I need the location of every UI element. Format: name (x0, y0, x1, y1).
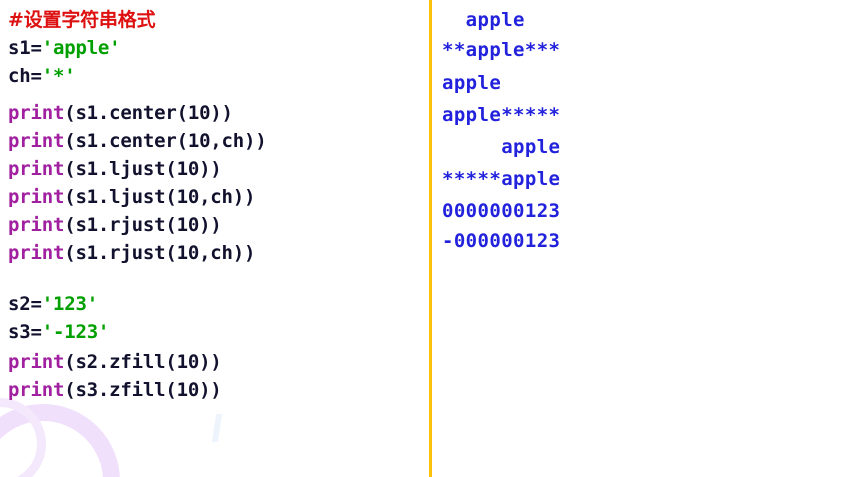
code-token-comment: #设置字符串格式 (8, 9, 156, 31)
output-line: -000000123 (442, 230, 561, 252)
code-line: ch='*' (8, 65, 76, 87)
code-token-punct: (s1.center(10)) (64, 102, 233, 124)
code-line: s1='apple' (8, 37, 121, 59)
code-line: print(s3.zfill(10)) (8, 380, 222, 400)
code-token-punct: (s2.zfill(10)) (64, 351, 222, 373)
code-token-name: s3 (8, 321, 31, 343)
code-line: print(s1.rjust(10)) (8, 215, 222, 235)
code-token-op: = (30, 65, 42, 87)
output-line: *****apple (442, 168, 561, 190)
code-token-kw: print (8, 130, 65, 152)
code-token-str: '-123' (41, 321, 110, 343)
code-token-punct: (s1.rjust(10)) (64, 214, 222, 236)
code-token-punct: (s1.ljust(10,ch)) (64, 186, 256, 208)
output-pane: apple **apple*** apple apple***** apple ****… (432, 0, 861, 477)
output-line: **apple*** (442, 39, 561, 61)
pane-divider (429, 0, 432, 477)
code-token-name: s2 (8, 293, 31, 315)
code-token-kw: print (8, 186, 65, 208)
code-token-kw: print (8, 214, 65, 236)
output-line: apple (442, 136, 561, 158)
code-token-op: = (30, 293, 42, 315)
code-line: print(s1.ljust(10,ch)) (8, 187, 255, 207)
code-token-punct: (s3.zfill(10)) (64, 379, 222, 401)
code-token-str: '*' (41, 65, 76, 87)
code-token-name: ch (8, 65, 31, 87)
code-line: print(s1.center(10,ch)) (8, 131, 267, 151)
code-token-punct: (s1.rjust(10,ch)) (64, 242, 256, 264)
code-line: #设置字符串格式 (8, 9, 156, 31)
code-token-op: = (30, 37, 42, 59)
output-line: apple (442, 9, 525, 31)
code-line: print(s1.ljust(10)) (8, 159, 222, 179)
code-token-punct: (s1.ljust(10)) (64, 158, 222, 180)
code-token-kw: print (8, 102, 65, 124)
code-token-kw: print (8, 379, 65, 401)
code-token-op: = (30, 321, 42, 343)
code-token-kw: print (8, 242, 65, 264)
code-token-kw: print (8, 158, 65, 180)
output-line: apple (442, 72, 502, 94)
code-line: print(s2.zfill(10)) (8, 352, 222, 372)
code-token-kw: print (8, 351, 65, 373)
code-line: print(s1.center(10)) (8, 103, 233, 123)
code-line: s3='-123' (8, 322, 109, 342)
code-line: print(s1.rjust(10,ch)) (8, 243, 255, 263)
code-token-str: 'apple' (41, 37, 121, 59)
code-token-str: '123' (41, 293, 98, 315)
code-token-name: s1 (8, 37, 31, 59)
code-line: s2='123' (8, 294, 98, 314)
output-line: 0000000123 (442, 200, 561, 222)
output-line: apple***** (442, 104, 561, 126)
code-token-punct: (s1.center(10,ch)) (64, 130, 267, 152)
